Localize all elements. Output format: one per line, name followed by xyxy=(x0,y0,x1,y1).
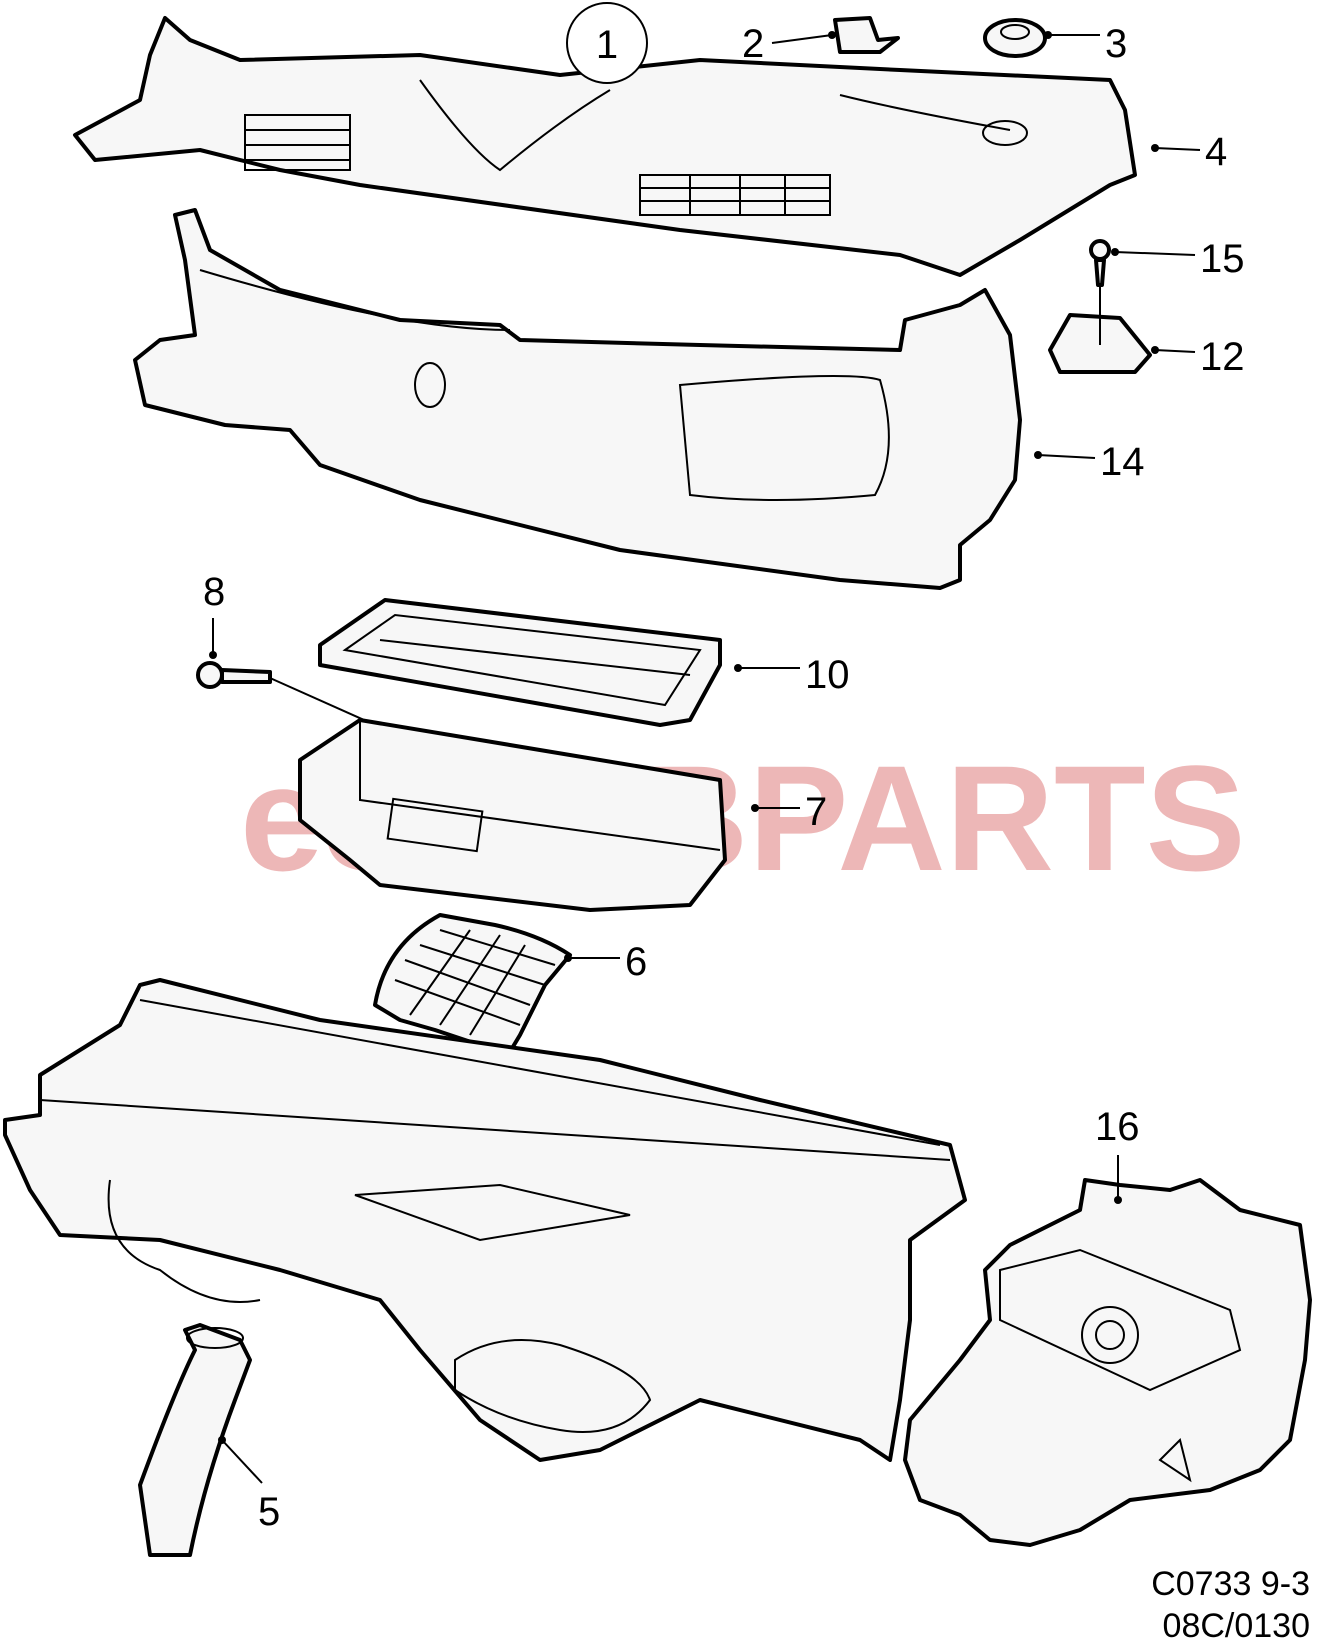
part-7-filter-housing xyxy=(298,718,727,912)
callout-1: 1 xyxy=(566,2,648,84)
svg-text:4: 4 xyxy=(1205,130,1227,174)
part-14-lower-cowl-panel xyxy=(133,208,1022,590)
part-16-blower-housing xyxy=(903,1178,1312,1547)
part-3-grommet xyxy=(983,18,1047,58)
svg-text:1: 1 xyxy=(596,23,618,67)
body-bulkhead xyxy=(3,978,967,1462)
part-2-clip xyxy=(833,16,900,54)
part-10-cabin-filter xyxy=(318,598,722,727)
part-15-screw xyxy=(1089,239,1111,287)
svg-text:15: 15 xyxy=(1200,237,1245,281)
part-5-drain-hose xyxy=(138,1323,252,1557)
part-12-mount xyxy=(1048,285,1152,374)
part-4-upper-cowl-panel xyxy=(73,16,1137,277)
svg-text:2: 2 xyxy=(742,22,764,66)
callout-14: 14 xyxy=(1034,440,1145,484)
part-6-duct-grille xyxy=(373,913,572,1062)
callout-4: 4 xyxy=(1151,130,1227,174)
callout-12: 12 xyxy=(1151,335,1245,379)
svg-text:14: 14 xyxy=(1100,440,1145,484)
callout-15: 15 xyxy=(1111,237,1245,281)
svg-text:12: 12 xyxy=(1200,335,1245,379)
callout-2: 2 xyxy=(742,22,836,66)
svg-text:3: 3 xyxy=(1105,22,1127,66)
callout-3: 3 xyxy=(1044,22,1127,66)
